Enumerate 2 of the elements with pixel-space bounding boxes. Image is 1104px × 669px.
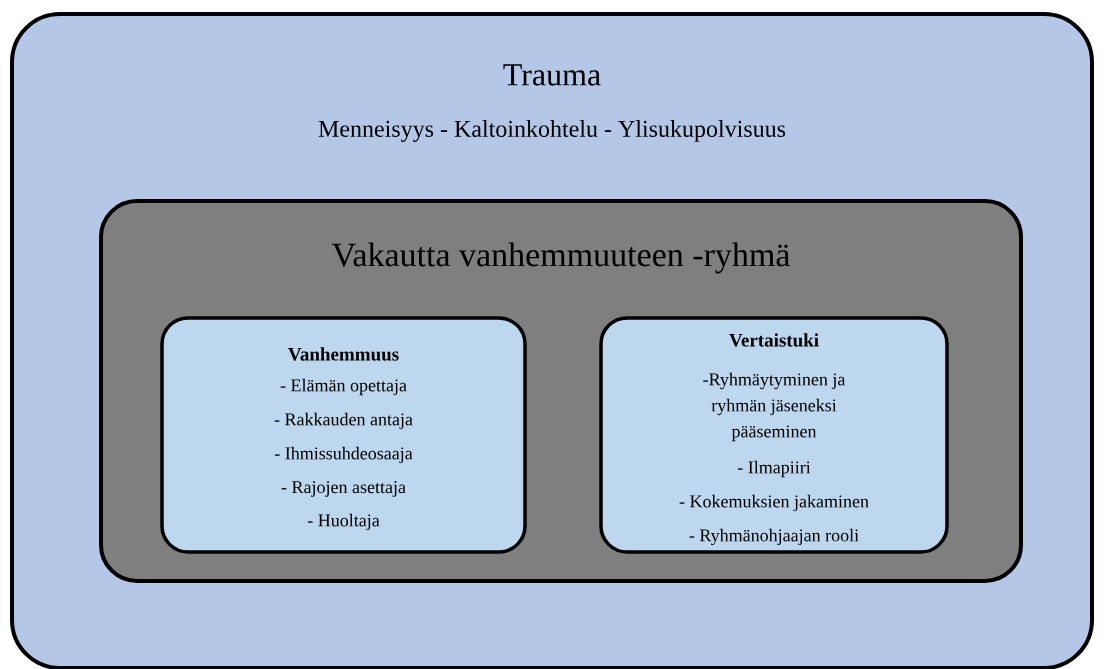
list-box: Vertaistuki -Ryhmäytyminen ja ryhmän jäseneksi pääseminen - Ilmapiiri - Kokemuksien jakaminen - Ryhmänohjaajan rooli [599, 316, 949, 554]
list-box: Vanhemmuus - Elämän opettaja - Rakkauden antaja - Ihmissuhdeosaaja - Rajojen asettaja - Huoltaja [160, 316, 527, 554]
